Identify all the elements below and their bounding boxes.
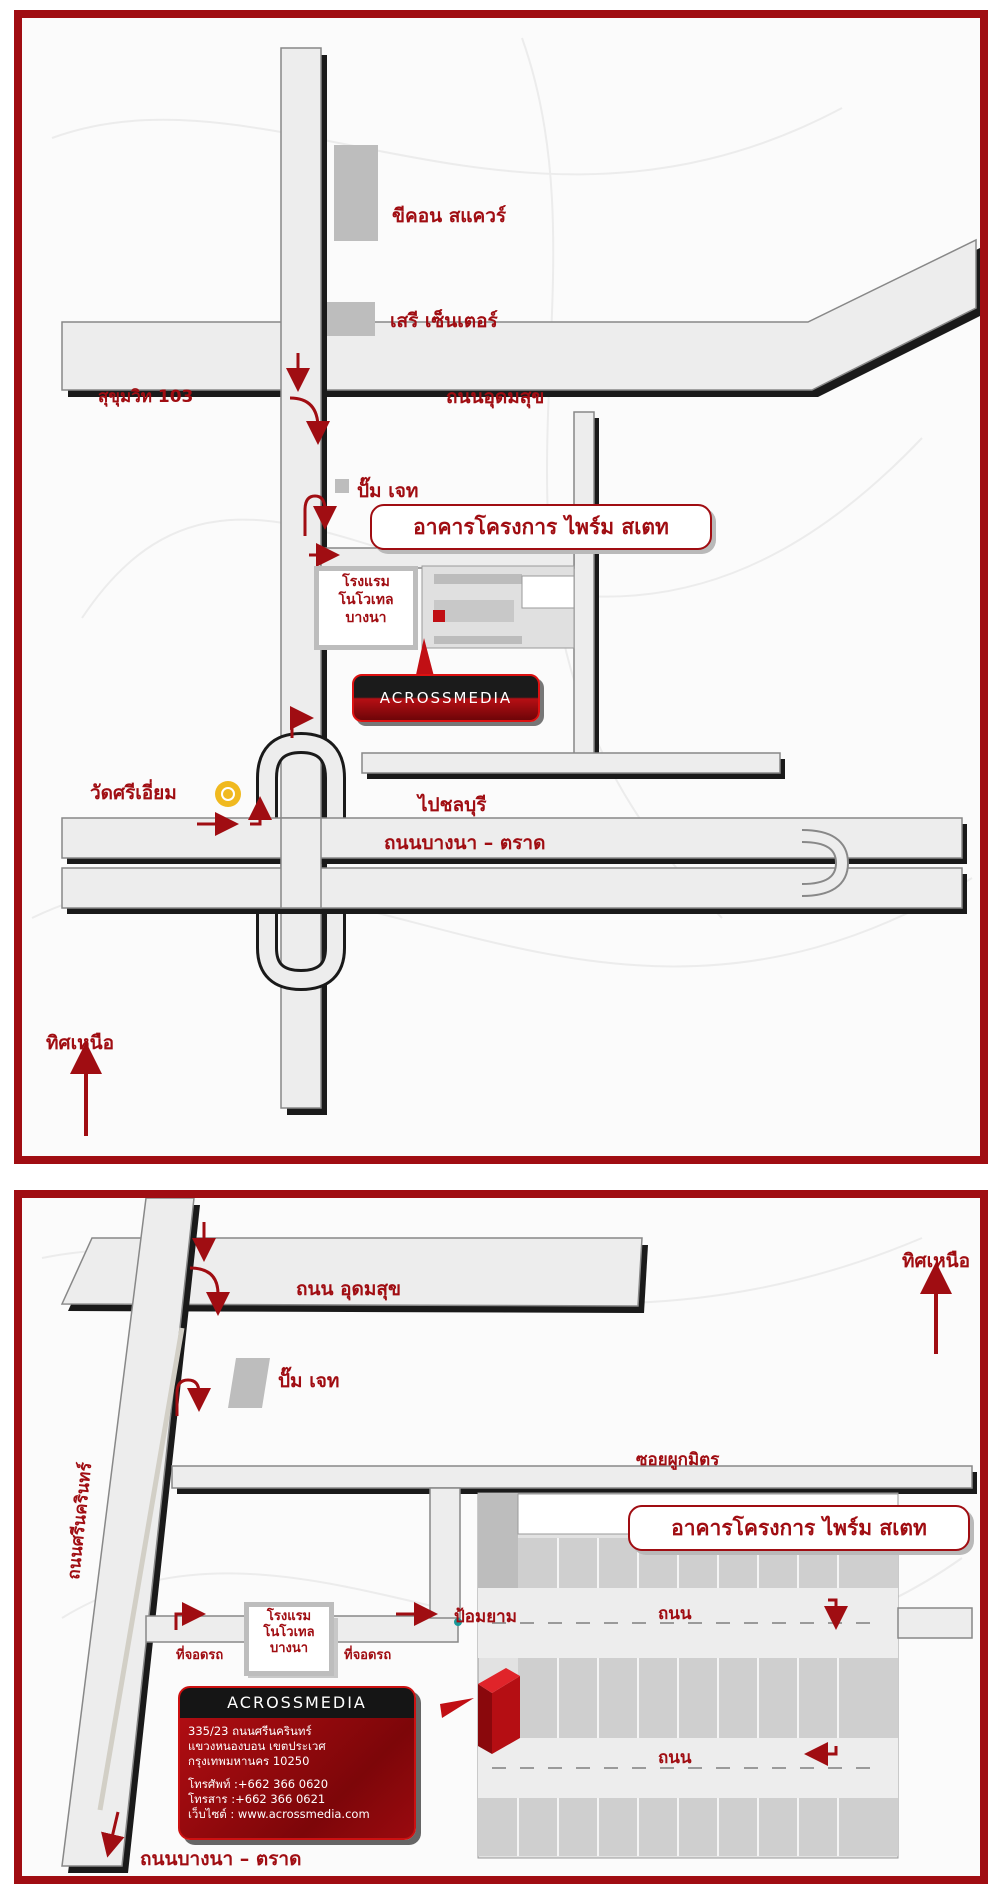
tcon-square-building (334, 145, 378, 241)
road-east-access (897, 1607, 973, 1639)
prime-state-complex (477, 1492, 899, 1859)
label-tcon-square: ขีคอน สแควร์ (392, 205, 507, 227)
location-map-bottom: ถนน อุดมสุข ทิศเหนือ ปั๊ม เจท ซอยผูกมิตร… (14, 1190, 988, 1884)
road-srinakarin (61, 1198, 195, 1867)
label-north: ทิศเหนือ (902, 1250, 971, 1272)
label-prime-state-building: อาคารโครงการ ไพร์ม สเตท (628, 1505, 970, 1551)
label-security-booth: ป้อมยาม (454, 1607, 517, 1627)
prime-state-building (421, 565, 575, 649)
label-soi-phukmit: ซอยผูกมิตร (636, 1450, 720, 1470)
label-bangna-trad-road: ถนนบางนา – ตราด (384, 832, 546, 854)
u-turn-loop-top (259, 734, 343, 823)
label-pump-jet: ปั๊ม เจท (278, 1370, 340, 1392)
novotel-bangna-hotel: โรงแรม โนโวเทล บางนา (314, 566, 418, 650)
hotel-line: โนโวเทล (263, 1625, 315, 1640)
office-location-marker (433, 610, 445, 622)
direction-arrows (101, 1222, 952, 1858)
contact-address-line: แขวงหนองบอน เขตประเวศ (188, 1739, 326, 1753)
hotel-line: โนโวเทล (338, 592, 394, 608)
road-soi-building (320, 547, 575, 569)
direction-arrows (70, 353, 340, 1136)
label-to-chonburi: ไปชลบุรี (418, 794, 487, 816)
contact-website-link[interactable]: เว็บไซต์ : www.acrossmedia.com (188, 1807, 370, 1821)
u-turn-loop-bottom (259, 898, 343, 989)
contact-address-line: 335/23 ถนนศรีนครินทร์ (188, 1724, 312, 1738)
hotel-line: โรงแรม (266, 1609, 312, 1624)
road-connector-right (573, 411, 595, 758)
hotel-line: บางนา (345, 610, 387, 626)
hotel-line: บางนา (269, 1641, 309, 1656)
label-prime-state-building: อาคารโครงการ ไพร์ม สเตท (370, 504, 712, 550)
pump-jet-marker (335, 479, 349, 493)
contact-card: ACROSSMEDIA 335/23 ถนนศรีนครินทร์ แขวงหน… (178, 1686, 416, 1840)
map-bottom-roads (41, 1198, 977, 1873)
label-sukhumvit-103: สุขุมวิท 103 (98, 387, 194, 407)
security-booth-icon (454, 1618, 462, 1626)
label-pump-jet: ปั๊ม เจท (357, 480, 419, 502)
contact-phone: โทรศัพท์ :+662 366 0620 (188, 1777, 329, 1791)
pump-jet-building (228, 1358, 270, 1408)
label-bangna-trad-road: ถนนบางนา – ตราด (140, 1848, 302, 1870)
contact-logo: ACROSSMEDIA (180, 1688, 414, 1718)
label-seri-center: เสรี เซ็นเตอร์ (390, 310, 498, 332)
label-road-lower: ถนน (658, 1748, 692, 1768)
label-wat-sri-iam: วัดศรีเอี่ยม (90, 782, 177, 804)
road-connector (429, 1487, 461, 1619)
novotel-bangna-hotel: โรงแรม โนโวเทล บางนา (244, 1602, 334, 1676)
label-udomsuk-road: ถนน อุดมสุข (296, 1278, 401, 1300)
label-road-upper: ถนน (658, 1604, 692, 1624)
road-to-chonburi (361, 752, 781, 774)
road-median (97, 1327, 185, 1811)
label-north: ทิศเหนือ (46, 1032, 115, 1054)
map-top-roads (31, 37, 980, 1136)
label-udomsuk-road: ถนนอุดมสุข (446, 386, 545, 408)
road-sukhumvit-udomsuk (61, 238, 977, 391)
road-soi-phukmit (171, 1465, 973, 1489)
label-parking-left: ที่จอดรถ (176, 1648, 224, 1663)
acrossmedia-logo: ACROSSMEDIA (352, 674, 540, 722)
seri-center-building (327, 302, 375, 336)
label-parking-right: ที่จอดรถ (344, 1648, 392, 1663)
hotel-line: โรงแรม (342, 574, 390, 590)
office-building-red (492, 1676, 520, 1754)
contact-fax: โทรสาร :+662 366 0621 (188, 1792, 326, 1806)
contact-address-line: กรุงเทพมหานคร 10250 (188, 1754, 310, 1768)
location-map-top: ขีคอน สแควร์ เสรี เซ็นเตอร์ สุขุมวิท 103… (14, 10, 988, 1164)
temple-icon (215, 781, 241, 807)
